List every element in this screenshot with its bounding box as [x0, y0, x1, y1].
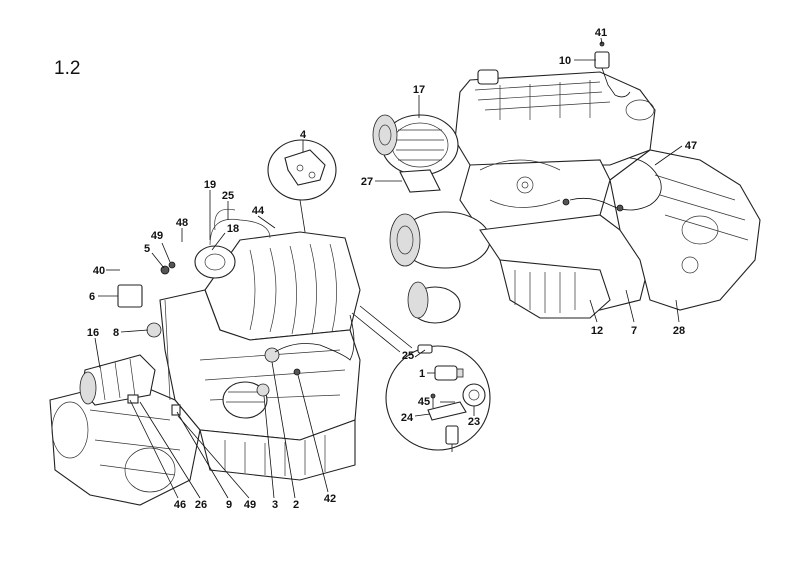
callout-24: 24: [401, 412, 414, 424]
callout-47: 47: [685, 140, 697, 152]
callout-3: 3: [272, 499, 278, 511]
callout-10: 10: [559, 55, 571, 67]
callout-42: 42: [324, 493, 336, 505]
callout-1: 1: [419, 368, 425, 380]
callout-9: 9: [226, 499, 232, 511]
callout-19: 19: [204, 179, 216, 191]
callout-49-top: 49: [151, 230, 163, 242]
callout-7: 7: [631, 325, 637, 337]
detail-sensor-bubble: [351, 305, 491, 452]
callout-18: 18: [227, 223, 239, 235]
callout-4: 4: [300, 129, 307, 141]
callout-labels: 41 10 17 47 27 12 7 28 4 19 25 44 48 49 …: [87, 27, 697, 511]
callout-45: 45: [418, 396, 430, 408]
callout-25-top: 25: [222, 190, 234, 202]
detail-bracket-4: [267, 139, 337, 233]
callout-5: 5: [144, 243, 150, 255]
callout-28: 28: [673, 325, 685, 337]
callout-41: 41: [595, 27, 607, 39]
callout-40: 40: [93, 265, 105, 277]
right-engine-leaders: [375, 37, 683, 323]
callout-17: 17: [413, 84, 425, 96]
callout-26: 26: [195, 499, 207, 511]
callout-12: 12: [591, 325, 603, 337]
callout-48: 48: [176, 217, 188, 229]
callout-46: 46: [174, 499, 186, 511]
callout-25-detail: 25: [402, 350, 414, 362]
callout-27: 27: [361, 176, 373, 188]
right-engine-drawing: [372, 41, 761, 324]
figure-number: 1.2: [54, 58, 81, 79]
left-engine-drawing: [49, 208, 361, 506]
left-engine-leaders: [94, 140, 475, 499]
callout-49-bottom: 49: [244, 499, 256, 511]
callout-44: 44: [252, 205, 265, 217]
callout-8: 8: [113, 327, 119, 339]
callout-2: 2: [293, 499, 299, 511]
callout-6: 6: [89, 291, 95, 303]
callout-23: 23: [468, 416, 480, 428]
callout-16: 16: [87, 327, 99, 339]
